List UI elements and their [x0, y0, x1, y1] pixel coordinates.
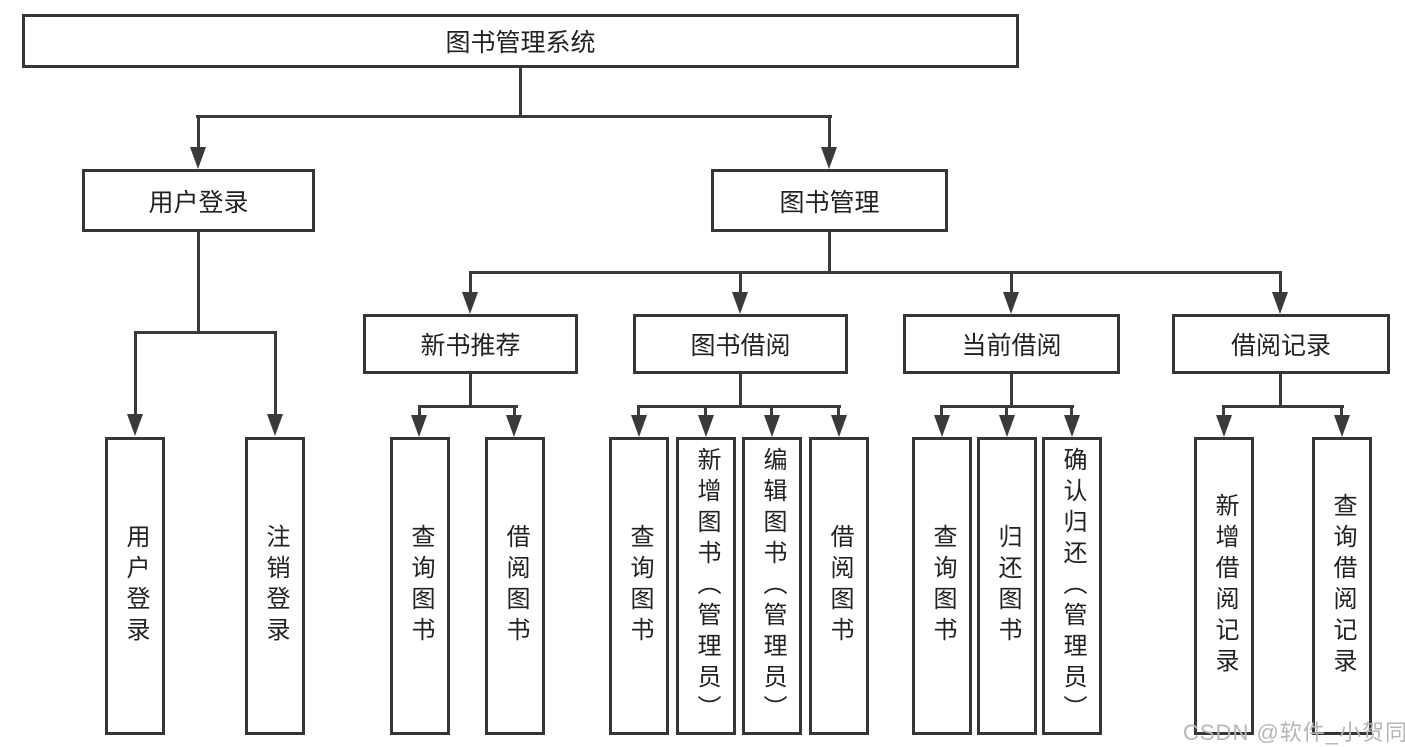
connector-user-login-stem-2 [274, 334, 277, 415]
arrow-down-icon [1003, 292, 1019, 314]
connector-current-hline [940, 405, 1074, 408]
connector-recommend-vline [469, 374, 472, 407]
leaf-add-borrow-record: 新增借阅记录 [1194, 437, 1254, 735]
connector-book-mgmt-vline [828, 232, 831, 273]
connector-records-vline [1279, 374, 1282, 407]
leaf-user-login: 用户登录 [105, 437, 165, 735]
arrow-down-icon [127, 414, 143, 436]
leaf-borrow-books-borrow: 借阅图书 [809, 437, 869, 735]
arrow-down-icon [1272, 292, 1288, 314]
connector-recommend-hline [418, 405, 518, 408]
leaf-query-books-recommend: 查询图书 [390, 437, 450, 735]
arrow-down-icon [698, 415, 714, 437]
connector-borrow-stem-3 [770, 408, 773, 416]
leaf-query-borrow-record: 查询借阅记录 [1312, 437, 1372, 735]
node-new-book-recommend: 新书推荐 [363, 314, 578, 374]
connector-root-vline [519, 68, 522, 117]
connector-borrow-hline [637, 405, 841, 408]
arrow-down-icon [764, 415, 780, 437]
node-user-login: 用户登录 [82, 169, 315, 232]
connector-root-stem-right [828, 118, 831, 148]
arrow-down-icon [411, 415, 427, 437]
node-current-borrow: 当前借阅 [903, 314, 1120, 374]
arrow-down-icon [831, 415, 847, 437]
leaf-return-books: 归还图书 [977, 437, 1037, 735]
leaf-borrow-books-recommend: 借阅图书 [485, 437, 545, 735]
connector-borrow-stem-1 [637, 408, 640, 416]
watermark-text: CSDN @软件_小贺同学 [1183, 720, 1405, 745]
leaf-add-book-admin: 新增图书（管理员） [676, 437, 736, 735]
arrow-down-icon [999, 415, 1015, 437]
connector-borrow-vline [739, 374, 742, 407]
connector-borrow-stem-4 [837, 408, 840, 416]
connector-records-stem-2 [1340, 408, 1343, 416]
node-book-borrow: 图书借阅 [633, 314, 848, 374]
connector-current-stem-3 [1070, 408, 1073, 416]
arrow-down-icon [934, 415, 950, 437]
arrow-down-icon [190, 147, 206, 169]
connector-current-stem-1 [940, 408, 943, 416]
leaf-query-books-current: 查询图书 [912, 437, 972, 735]
leaf-confirm-return-admin: 确认归还（管理员） [1042, 437, 1102, 735]
connector-current-vline [1010, 374, 1013, 407]
connector-book-mgmt-stem-4 [1279, 274, 1282, 293]
arrow-down-icon [462, 292, 478, 314]
connector-book-mgmt-stem-2 [739, 274, 742, 293]
leaf-edit-book-admin: 编辑图书（管理员） [742, 437, 802, 735]
arrow-down-icon [821, 147, 837, 169]
arrow-down-icon [732, 292, 748, 314]
arrow-down-icon [267, 414, 283, 436]
arrow-down-icon [1334, 415, 1350, 437]
connector-book-mgmt-stem-3 [1010, 274, 1013, 293]
connector-records-stem-1 [1222, 408, 1225, 416]
connector-recommend-stem-1 [418, 408, 421, 416]
arrow-down-icon [1064, 415, 1080, 437]
connector-user-login-hline [134, 331, 277, 334]
arrow-down-icon [506, 415, 522, 437]
connector-borrow-stem-2 [704, 408, 707, 416]
node-book-management: 图书管理 [711, 169, 948, 232]
connector-book-mgmt-stem-1 [469, 274, 472, 293]
node-borrow-records: 借阅记录 [1172, 314, 1390, 374]
arrow-down-icon [631, 415, 647, 437]
connector-recommend-stem-2 [513, 408, 516, 416]
leaf-query-books-borrow: 查询图书 [609, 437, 669, 735]
arrow-down-icon [1216, 415, 1232, 437]
leaf-logout-login: 注销登录 [245, 437, 305, 735]
connector-user-login-stem-1 [134, 334, 137, 415]
node-library-management-system: 图书管理系统 [22, 14, 1019, 68]
connector-records-hline [1222, 405, 1344, 408]
connector-root-hline [196, 115, 832, 118]
connector-user-login-vline [197, 232, 200, 333]
connector-book-mgmt-hline [469, 271, 1282, 274]
connector-current-stem-2 [1005, 408, 1008, 416]
connector-root-stem-left [197, 118, 200, 148]
